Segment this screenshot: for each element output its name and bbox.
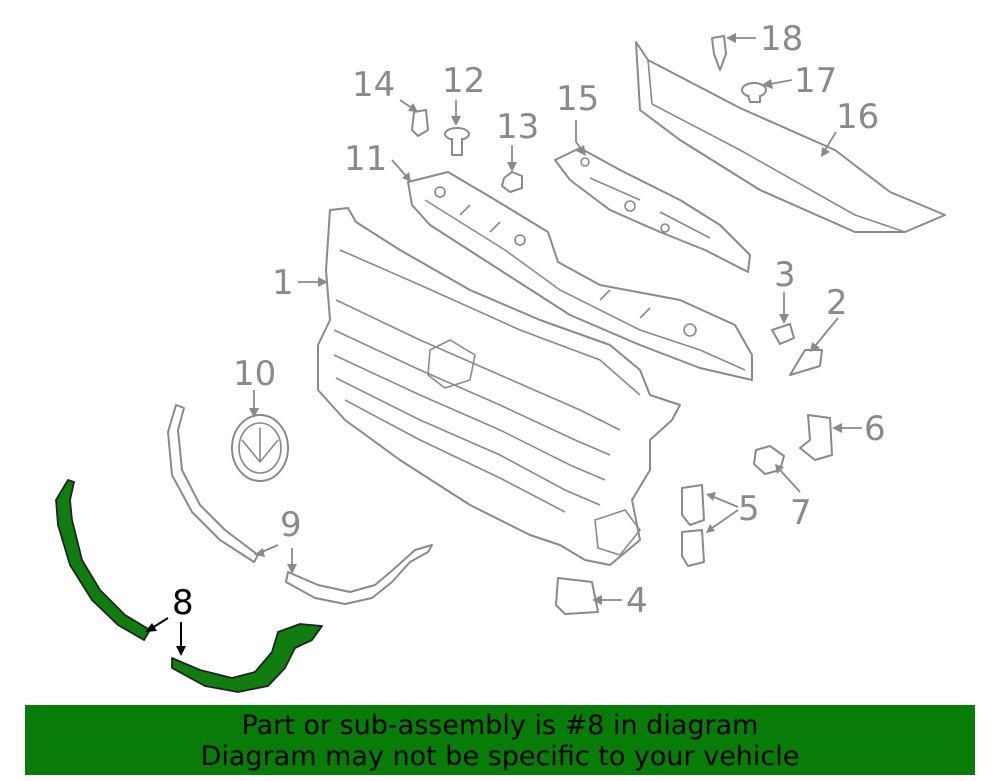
part-1-grille bbox=[317, 207, 681, 566]
part-12-clip bbox=[444, 127, 470, 156]
part-9-molding-lower bbox=[285, 544, 433, 605]
callout-6: 6 bbox=[864, 409, 886, 449]
callout-15: 15 bbox=[556, 79, 599, 119]
callout-10: 10 bbox=[233, 354, 276, 394]
part-10-emblem bbox=[231, 414, 289, 482]
callout-17: 17 bbox=[794, 61, 837, 101]
part-17-clip bbox=[741, 82, 767, 103]
part-8-molding-lower bbox=[171, 623, 323, 693]
callout-18: 18 bbox=[760, 19, 803, 59]
info-banner: Part or sub-assembly is #8 in diagram Di… bbox=[25, 705, 975, 775]
part-14-clip bbox=[411, 109, 429, 137]
callout-2: 2 bbox=[826, 283, 848, 323]
callout-9: 9 bbox=[280, 505, 302, 545]
callout-4: 4 bbox=[626, 581, 648, 621]
part-16-molding bbox=[635, 41, 946, 233]
part-5-bracket-lower bbox=[681, 529, 705, 567]
callout-3: 3 bbox=[774, 255, 796, 295]
callout-5: 5 bbox=[738, 489, 760, 529]
callout-7: 7 bbox=[790, 493, 812, 533]
part-4-cover bbox=[555, 577, 599, 615]
callout-8: 8 bbox=[172, 583, 194, 623]
part-6-bracket bbox=[799, 414, 833, 461]
part-3-clip bbox=[771, 323, 795, 345]
callout-11: 11 bbox=[344, 139, 387, 179]
part-11-reinforcement bbox=[407, 171, 753, 381]
leader-lines bbox=[249, 33, 862, 605]
callout-14: 14 bbox=[352, 65, 395, 105]
part-15-bracket bbox=[554, 147, 751, 273]
part-5-bracket-upper bbox=[681, 484, 705, 526]
part-2-screw bbox=[789, 349, 823, 376]
banner-line-1: Part or sub-assembly is #8 in diagram bbox=[241, 710, 759, 741]
callout-1: 1 bbox=[272, 263, 294, 303]
part-8-molding-left bbox=[55, 479, 151, 641]
part-18-clip bbox=[711, 35, 727, 71]
leader-lines-8 bbox=[145, 617, 186, 656]
callout-13: 13 bbox=[496, 107, 539, 147]
part-13-clip bbox=[501, 171, 523, 193]
callout-12: 12 bbox=[442, 61, 485, 101]
callout-16: 16 bbox=[836, 97, 879, 137]
banner-line-2: Diagram may not be specific to your vehi… bbox=[200, 741, 800, 772]
